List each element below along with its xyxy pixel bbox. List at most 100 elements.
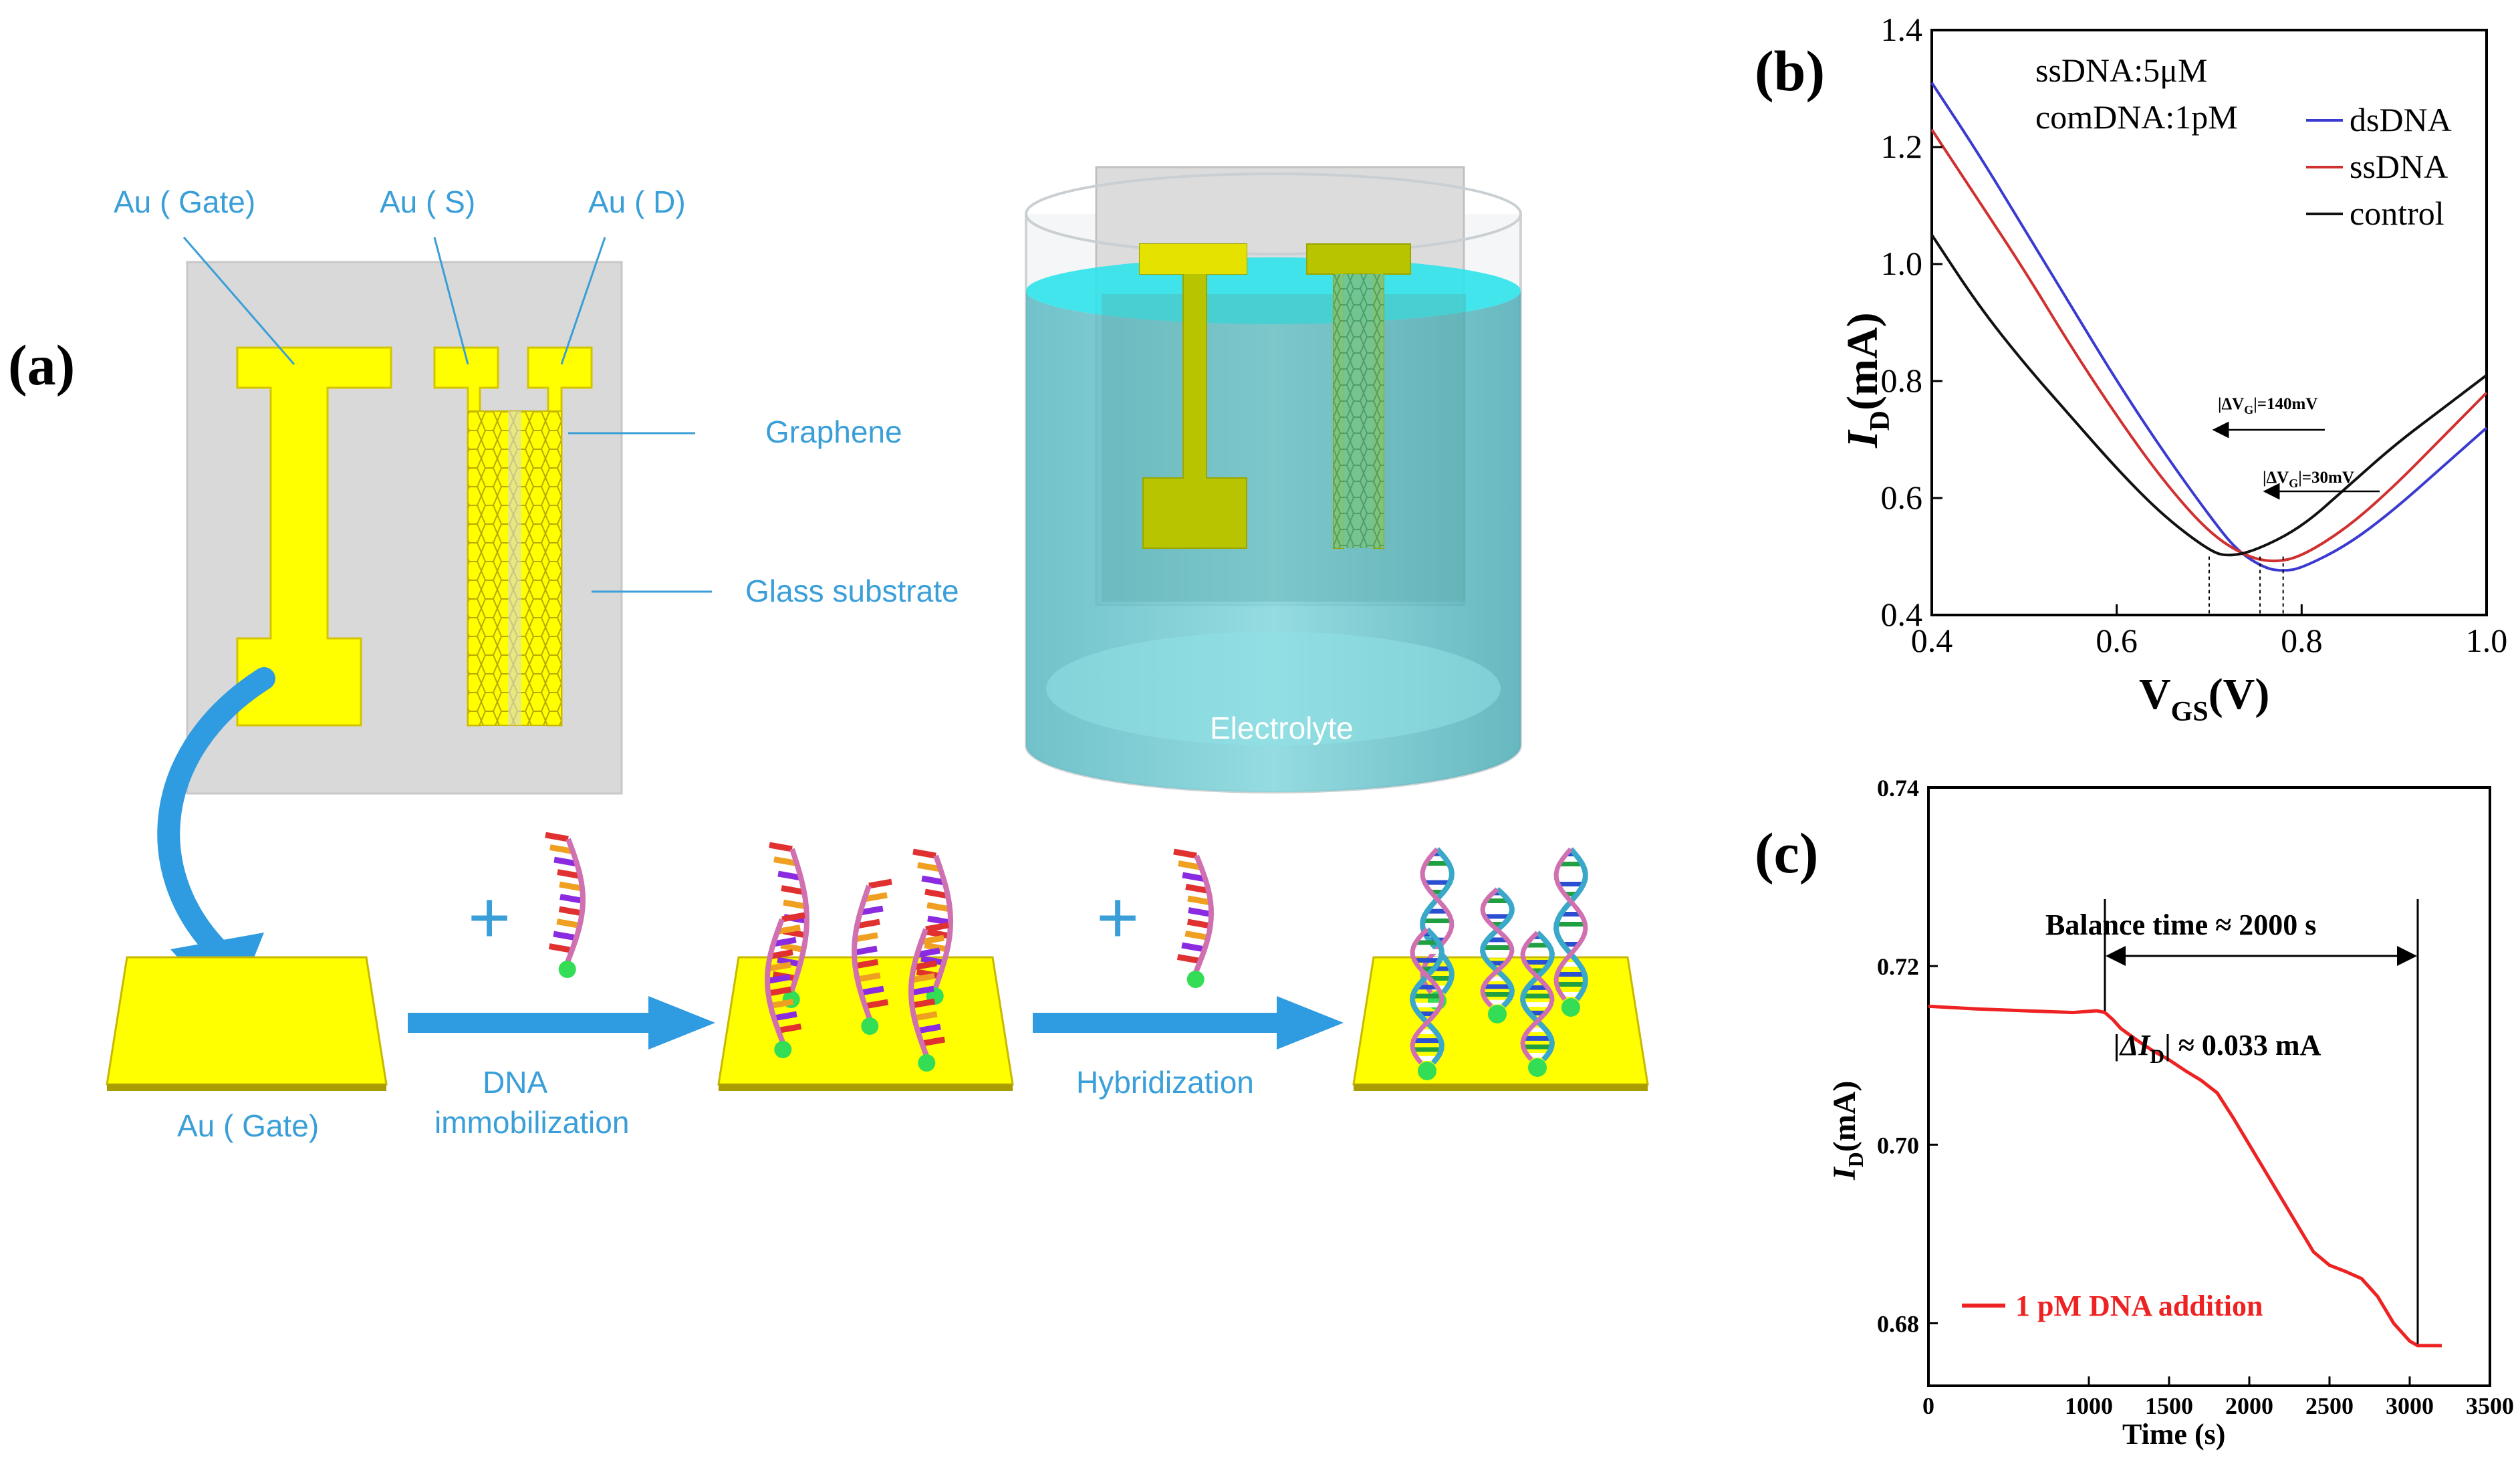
chart-c: 0 1000 1500 2000 2500 3000 3500 0.68 0.70 0.72 0.7…: [1827, 775, 2514, 1451]
chart-b-ylabel: ID(mA): [1838, 312, 1896, 449]
gold-plate-3-edge: [1354, 1084, 1648, 1091]
dv1-value: |=140mV: [2253, 395, 2317, 413]
curved-arrow: [157, 667, 275, 961]
immersed-chip: [1102, 294, 1466, 602]
ssdna-strand: [852, 878, 892, 1035]
c-xtick-label: 2500: [2305, 1392, 2354, 1419]
b-ytick-label: 1.4: [1881, 11, 1923, 48]
plus-2: +: [1096, 876, 1139, 959]
c-series-line: [1928, 1004, 2442, 1348]
delta-id-label: |ΔID| ≈ 0.033 mA: [2114, 1029, 2321, 1068]
c-ytick-label: 0.72: [1877, 953, 1919, 980]
b-ytick-label: 0.4: [1881, 596, 1923, 633]
c-ytick-label: 0.70: [1877, 1132, 1919, 1158]
dv2-prefix: |ΔV: [2263, 469, 2289, 487]
panel-c-label: (c): [1755, 821, 1818, 885]
b-ytick-label: 0.6: [1881, 479, 1923, 516]
c-ylabel-main: I: [1827, 1166, 1862, 1181]
label-au-gate: Au ( Gate): [114, 185, 255, 219]
chart-b-legend: dsDNA ssDNA control: [2306, 101, 2452, 232]
label-glass-substrate: Glass substrate: [745, 574, 959, 608]
delta-v-annotation-2: |ΔVG|=30mV: [2263, 469, 2380, 500]
beaker-bottom: [1046, 632, 1501, 745]
b-xtick-label: 0.8: [2281, 622, 2323, 659]
beaker-graphene: [1334, 274, 1384, 548]
delta-v-annotation-1: |ΔVG|=140mV: [2212, 395, 2325, 439]
balance-annotation: Balance time ≈ 2000 s: [2045, 899, 2419, 1344]
beaker-gate-upper: [1140, 244, 1247, 274]
c-ylabel-sub: D: [1844, 1152, 1868, 1167]
chart-c-xlabel: Time (s): [2122, 1418, 2225, 1451]
chart-b-xlabel: VGS(V): [2139, 670, 2269, 727]
dv2-value: |=30mV: [2298, 469, 2354, 487]
plus-1: +: [468, 876, 511, 959]
c-xtick-label: 0: [1922, 1392, 1934, 1419]
b-xtick-label: 0.4: [1911, 622, 1953, 659]
c-ytick-label: 0.68: [1877, 1310, 1919, 1337]
arrow-immobilization: [408, 996, 715, 1050]
delta-id-value: | ≈ 0.033 mA: [2164, 1029, 2321, 1062]
b-ytick-label: 1.2: [1881, 128, 1923, 165]
annotation-comdna-conc: comDNA:1pM: [2035, 98, 2238, 136]
delta-id-main: |ΔI: [2114, 1029, 2151, 1062]
device-schematic: Au ( Gate) Au ( S) Au ( D) Graphene Glas…: [114, 185, 959, 795]
arrow-hybridization: [1033, 996, 1344, 1050]
label-dna-line1: DNA: [483, 1065, 547, 1100]
panel-b-label: (b): [1755, 39, 1825, 103]
b-series-dsDNA: [1930, 82, 2488, 572]
c-xtick-label: 3000: [2386, 1392, 2434, 1419]
label-au-source: Au ( S): [380, 185, 475, 219]
c-ytick-label: 0.74: [1877, 775, 1919, 802]
gold-plate-2-edge: [719, 1084, 1013, 1091]
c-xtick-label: 1500: [2145, 1392, 2193, 1419]
dv1-sub: G: [2244, 403, 2253, 416]
callout-lines: [182, 237, 712, 593]
c-ylabel-unit: (mA): [1827, 1081, 1862, 1152]
b-xlabel-sub: GS: [2171, 697, 2209, 727]
dv2-sub: G: [2289, 477, 2298, 490]
dna-strands: [545, 832, 1588, 1080]
gold-plate-1: [106, 956, 388, 1086]
delta-id-sub: D: [2150, 1046, 2164, 1068]
graphene-gap: [508, 411, 521, 725]
electrolyte-beaker: Electrolyte: [1025, 166, 1522, 794]
b-ytick-label: 0.8: [1881, 362, 1923, 399]
annotation-ssdna-conc: ssDNA:5μM: [2035, 51, 2207, 89]
ssdna-strand: [545, 832, 586, 978]
chart-c-frame: [1927, 786, 2491, 1387]
dsdna-helix: [1480, 887, 1515, 1023]
ssdna-strand: [1173, 848, 1214, 988]
dsdna-helix: [1410, 927, 1445, 1080]
svg-text:|ΔVG|=140mV: |ΔVG|=140mV: [2218, 395, 2317, 416]
label-hybridization: Hybridization: [1076, 1065, 1254, 1100]
ssdna-strand: [765, 912, 805, 1058]
ssdna-strand: [908, 922, 949, 1072]
label-electrolyte: Electrolyte: [1210, 711, 1354, 745]
b-xtick-label: 0.6: [2096, 622, 2138, 659]
label-au-drain: Au ( D): [588, 185, 686, 219]
b-ytick-label: 1.0: [1881, 245, 1923, 282]
chart-c-ylabel: ID(mA): [1827, 1081, 1868, 1181]
label-gate-plate: Au ( Gate): [177, 1108, 319, 1143]
dsdna-helix: [1520, 931, 1555, 1077]
c-legend-text: 1 pM DNA addition: [2015, 1290, 2263, 1322]
label-graphene: Graphene: [765, 414, 902, 449]
ssdna-strand: [912, 848, 953, 1005]
b-series-control: [1930, 234, 2488, 557]
b-legend-label: ssDNA: [2350, 148, 2448, 185]
b-legend-label: dsDNA: [2350, 101, 2452, 138]
label-dna-line2: immobilization: [434, 1105, 629, 1140]
chart-b-frame: [1930, 29, 2488, 616]
beaker-rim: [1025, 172, 1522, 255]
c-xtick-label: 3500: [2466, 1392, 2514, 1419]
b-legend-label: control: [2350, 195, 2444, 232]
b-ylabel-main: I: [1838, 429, 1887, 449]
svg-text:|ΔVG|=30mV: |ΔVG|=30mV: [2263, 469, 2354, 490]
gold-plate-1-edge: [107, 1084, 386, 1091]
dsdna-helix: [1553, 847, 1588, 1017]
c-xtick-label: 1000: [2065, 1392, 2113, 1419]
b-xlabel-unit: (V): [2209, 670, 2270, 719]
c-xtick-label: 2000: [2225, 1392, 2273, 1419]
